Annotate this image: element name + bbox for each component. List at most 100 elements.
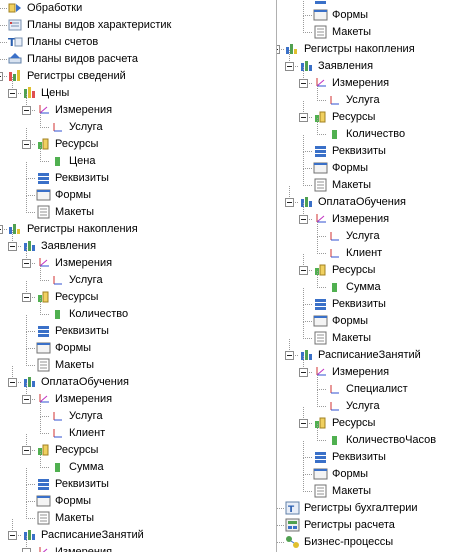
resource-icon [327,280,342,294]
tree-node-расписаниезанятий[interactable]: РасписаниеЗанятий [299,347,472,363]
tree-node-ресурсы[interactable]: Ресурсы [313,415,472,431]
tree-node-измерения[interactable]: Измерения [36,255,265,271]
tree-node-ресурсы[interactable]: Ресурсы [36,289,265,305]
tree-node-реквизиты[interactable]: Реквизиты [313,143,472,159]
tree-node-label: Реквизиты [332,451,386,463]
tree-node-реквизиты[interactable]: Реквизиты [313,296,472,312]
collapse-toggle[interactable] [22,259,31,268]
collapse-toggle[interactable] [299,368,308,377]
collapse-toggle[interactable] [22,106,31,115]
tree-node-формы[interactable]: Формы [36,340,265,356]
collapse-toggle[interactable] [285,351,294,360]
tree-node-реквизиты[interactable]: Реквизиты [36,170,265,186]
collapse-toggle[interactable] [285,198,294,207]
tree-node-регистры-сведений[interactable]: Регистры сведений [8,68,258,84]
tree-node-услуга[interactable]: Услуга [327,228,472,244]
collapse-toggle[interactable] [22,395,31,404]
tree-node-ресурсы[interactable]: Ресурсы [36,442,265,458]
tree-connector [317,424,318,441]
tree-node-услуга[interactable]: Услуга [327,92,472,108]
tree-node-label: Заявления [41,240,97,252]
collapse-toggle[interactable] [0,72,3,81]
collapse-toggle[interactable] [299,266,308,275]
tree-node-реквизиты[interactable]: Реквизиты [36,476,265,492]
tree-node-специалист[interactable]: Специалист [327,381,472,397]
attributes-icon [313,144,328,158]
tree-node-измерения[interactable]: Измерения [36,544,265,552]
tree-node-планы-видов-расчета[interactable]: Планы видов расчета [8,51,258,67]
tree-node-количество[interactable]: Количество [50,306,265,322]
tree-node-реквизиты[interactable]: Реквизиты [313,449,472,465]
tree-node-оплатаобучения[interactable]: ОплатаОбучения [22,374,265,390]
tree-node-ресурсы[interactable]: Ресурсы [36,136,265,152]
tree-node-измерения[interactable]: Измерения [313,75,472,91]
tree-node-измерения[interactable]: Измерения [36,102,265,118]
tree-node-макеты[interactable]: Макеты [36,510,265,526]
tree-node-услуга[interactable]: Услуга [327,398,472,414]
collapse-toggle[interactable] [22,293,31,302]
collapse-toggle[interactable] [22,140,31,149]
tree-node-клиент[interactable]: Клиент [50,425,265,441]
tree-node-формы[interactable]: Формы [313,160,472,176]
tree-node-цена[interactable]: Цена [50,153,265,169]
tree-node-расписаниезанятий[interactable]: РасписаниеЗанятий [22,527,265,543]
tree-node-услуга[interactable]: Услуга [50,272,265,288]
tree-node-ресурсы[interactable]: Ресурсы [313,109,472,125]
tree-node-макеты[interactable]: Макеты [36,204,265,220]
tree-node-формы[interactable]: Формы [313,7,472,23]
tree-node-регистры-накопления[interactable]: Регистры накопления [8,221,258,237]
collapse-toggle[interactable] [277,45,280,54]
tree-node-заявления[interactable]: Заявления [299,58,472,74]
tree-node-макеты[interactable]: Макеты [313,24,472,40]
tree-node-реквизиты[interactable]: Реквизиты [36,323,265,339]
tree-node-макеты[interactable]: Макеты [313,483,472,499]
tree-node-заявления[interactable]: Заявления [22,238,265,254]
collapse-toggle[interactable] [8,531,17,540]
accumulation-register-icon [299,59,314,73]
collapse-toggle[interactable] [299,113,308,122]
collapse-toggle[interactable] [22,446,31,455]
collapse-toggle[interactable] [299,215,308,224]
tree-node-оплатаобучения[interactable]: ОплатаОбучения [299,194,472,210]
tree-node-формы[interactable]: Формы [36,187,265,203]
tree-node-цены[interactable]: Цены [22,85,265,101]
tree-node-сумма[interactable]: Сумма [50,459,265,475]
tree-node-измерения[interactable]: Измерения [313,211,472,227]
collapse-toggle[interactable] [0,225,3,234]
tree-node-формы[interactable]: Формы [313,313,472,329]
tree-node-обработки[interactable]: Обработки [8,0,258,16]
collapse-toggle[interactable] [8,378,17,387]
tree-node-услуга[interactable]: Услуга [50,119,265,135]
collapse-toggle[interactable] [8,89,17,98]
tree-node-макеты[interactable]: Макеты [36,357,265,373]
tree-node-label: Макеты [55,512,95,524]
tree-node-сумма[interactable]: Сумма [327,279,472,295]
tree-node-количество[interactable]: Количество [327,126,472,142]
tree-node-клиент[interactable]: Клиент [327,245,472,261]
tree-node-измерения[interactable]: Измерения [313,364,472,380]
collapse-toggle[interactable] [8,242,17,251]
tree-node-планы-видов-характеристик[interactable]: Планы видов характеристик [8,17,258,33]
collapse-toggle[interactable] [299,419,308,428]
tree-node-макеты[interactable]: Макеты [313,177,472,193]
tree-node-регистры-накопления[interactable]: Регистры накопления [285,41,472,57]
tree-node-регистры-расчета[interactable]: Регистры расчета [285,517,472,533]
tree-node-ресурсы[interactable]: Ресурсы [313,262,472,278]
tree-node-формы[interactable]: Формы [313,466,472,482]
tree-node-blank[interactable] [313,0,472,6]
tree-node-услуга[interactable]: Услуга [50,408,265,424]
tree-node-бизнес-процессы[interactable]: Бизнес-процессы [285,534,472,550]
tree-node-измерения[interactable]: Измерения [36,391,265,407]
tree-connector [0,8,7,9]
dimensions-icon [36,256,51,270]
collapse-toggle[interactable] [299,79,308,88]
collapse-toggle[interactable] [22,548,31,552]
tree-node-label: Измерения [332,213,390,225]
collapse-toggle[interactable] [285,62,294,71]
tree-node-количествочасов[interactable]: КоличествоЧасов [327,432,472,448]
tree-node-макеты[interactable]: Макеты [313,330,472,346]
tree-node-формы[interactable]: Формы [36,493,265,509]
